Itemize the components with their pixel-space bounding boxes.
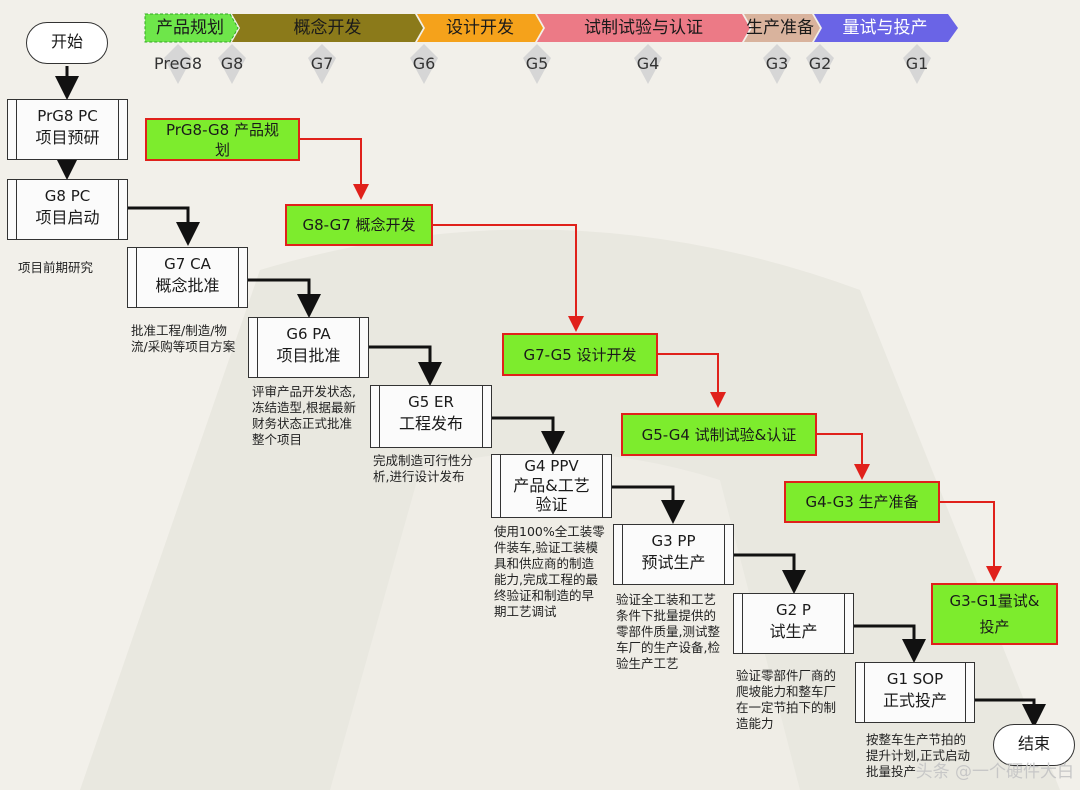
gate-label: G2	[790, 54, 850, 73]
note-engineering-release: 完成制造可行性分析,进行设计发布	[373, 453, 483, 485]
process-code: PrG8 PC	[8, 100, 127, 127]
process-title: 预试生产	[614, 552, 733, 573]
phase-box-launch-line2: 投产	[979, 617, 1009, 637]
note-prestudy: 项目前期研究	[18, 260, 128, 276]
process-box-g7-ca: G7 CA 概念批准	[127, 247, 248, 308]
process-code: G5 ER	[371, 386, 491, 413]
process-title: 试生产	[734, 621, 853, 642]
phase-box-trial: G5-G4 试制试验&认证	[621, 413, 817, 456]
phase-label-concept: 概念开发	[240, 16, 415, 40]
process-title-line2: 验证	[492, 495, 611, 514]
phase-label-product-planning: 产品规划	[148, 16, 232, 40]
process-box-g1-sop: G1 SOP 正式投产	[855, 662, 975, 723]
process-code: G4 PPV	[492, 455, 611, 476]
phase-box-launch: G3-G1量试& 投产	[931, 583, 1058, 645]
phase-label-trial: 试制试验与认证	[545, 16, 742, 40]
note-pp: 验证全工装和工艺条件下批量提供的零部件质量,测试整车厂的生产设备,检验生产工艺	[616, 592, 728, 672]
process-code: G6 PA	[249, 318, 368, 345]
process-title: 项目启动	[8, 207, 127, 228]
note-ppv: 使用100%全工装零件装车,验证工装模具和供应商的制造能力,完成工程的最终验证和…	[494, 524, 606, 620]
phase-box-concept: G8-G7 概念开发	[285, 204, 433, 246]
process-title: 项目预研	[8, 127, 127, 148]
phase-label-design: 设计开发	[425, 16, 535, 40]
process-code: G2 P	[734, 594, 853, 621]
gate-label: PreG8	[148, 54, 208, 73]
phase-label-launch: 量试与投产	[822, 16, 948, 40]
process-code: G7 CA	[128, 248, 247, 275]
process-box-g8-pc: G8 PC 项目启动	[7, 179, 128, 240]
process-title: 项目批准	[249, 345, 368, 366]
process-box-g6-pa: G6 PA 项目批准	[248, 317, 369, 378]
gate-label: G5	[507, 54, 567, 73]
process-box-g5-er: G5 ER 工程发布	[370, 385, 492, 448]
phase-box-design: G7-G5 设计开发	[502, 333, 658, 376]
gate-label: G1	[887, 54, 947, 73]
process-title: 工程发布	[371, 413, 491, 434]
process-box-g4-ppv: G4 PPV 产品&工艺 验证	[491, 454, 612, 518]
note-p: 验证零部件厂商的爬坡能力和整车厂在一定节拍下的制造能力	[736, 668, 848, 732]
phase-box-product-planning: PrG8-G8 产品规划	[145, 118, 300, 161]
note-concept-approval: 批准工程/制造/物流/采购等项目方案	[131, 323, 241, 355]
gate-label: G6	[394, 54, 454, 73]
gate-label: G8	[202, 54, 262, 73]
process-box-prg8-pc: PrG8 PC 项目预研	[7, 99, 128, 160]
gate-label: G7	[292, 54, 352, 73]
phase-box-launch-line1: G3-G1量试&	[950, 591, 1040, 611]
start-node: 开始	[26, 22, 108, 64]
process-title: 概念批准	[128, 275, 247, 296]
process-code: G1 SOP	[856, 663, 974, 690]
process-box-g3-pp: G3 PP 预试生产	[613, 524, 734, 585]
process-code: G8 PC	[8, 180, 127, 207]
note-project-approval: 评审产品开发状态,冻结造型,根据最新财务状态正式批准整个项目	[252, 384, 362, 448]
process-code: G3 PP	[614, 525, 733, 552]
process-box-g2-p: G2 P 试生产	[733, 593, 854, 654]
phase-band	[0, 0, 1080, 90]
process-title: 正式投产	[856, 690, 974, 711]
watermark: 头条 @一个硬件大白	[916, 757, 1074, 782]
gate-label: G4	[618, 54, 678, 73]
phase-label-prep: 生产准备	[740, 16, 820, 40]
phase-box-prep: G4-G3 生产准备	[784, 481, 940, 523]
process-title: 产品&工艺	[492, 476, 611, 495]
